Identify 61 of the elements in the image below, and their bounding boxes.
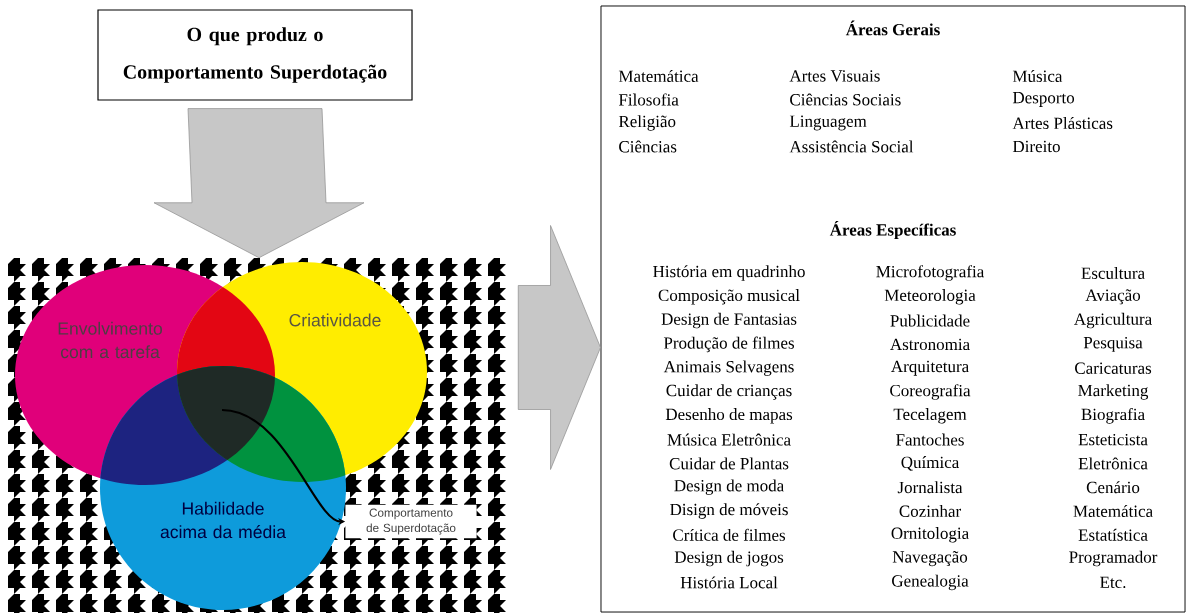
list-item: Disign de móveis	[670, 503, 788, 519]
list-item: Cuidar de crianças	[666, 384, 792, 400]
list-item: Arquitetura	[891, 360, 969, 376]
list-item: Marketing	[1078, 384, 1149, 400]
list-item: Desenho de mapas	[665, 408, 793, 424]
list-item: Etc.	[1100, 576, 1126, 589]
list-item: Animais Selvagens	[663, 360, 794, 376]
list-item: Cuidar de Plantas	[669, 457, 789, 470]
section-heading: Áreas Gerais	[845, 20, 940, 36]
list-item: Publicidade	[890, 314, 970, 327]
list-item: Microfotografia	[876, 265, 985, 281]
list-item: Assistência Social	[789, 140, 914, 153]
list-item: Produção de filmes	[663, 336, 794, 353]
node-label: Comportamento de Superdotação	[366, 508, 456, 535]
list-item: Coreografia	[890, 384, 971, 400]
list-item: Matemática	[618, 70, 699, 82]
list-item: Aviação	[1085, 289, 1141, 305]
list-item: Design de Fantasias	[661, 312, 797, 329]
list-item: Escultura	[1081, 267, 1145, 279]
list-item: Eletrônica	[1078, 457, 1148, 470]
list-item: História em quadrinho	[653, 265, 805, 281]
list-item: Agricultura	[1074, 312, 1152, 329]
list-item: Filosofia	[618, 93, 679, 106]
list-item: Artes Visuais	[789, 70, 880, 82]
list-item: Ciências	[619, 140, 677, 153]
callout-box: Comportamento de Superdotação	[345, 504, 477, 539]
list-item: Pesquisa	[1083, 337, 1143, 352]
list-item: Meteorologia	[884, 289, 976, 305]
list-item: Design de jogos	[674, 550, 784, 567]
list-item: Biografia	[1081, 408, 1145, 424]
section-heading: Áreas Específicas	[829, 220, 956, 240]
list-item: Religião	[618, 115, 676, 131]
title-box: O que produz o Comportamento Superdotação	[97, 9, 413, 101]
list-item: Desporto	[1012, 92, 1075, 107]
list-item: Artes Plásticas	[1012, 117, 1113, 129]
list-item: Direito	[1012, 140, 1060, 153]
list-item: Fantoches	[896, 433, 964, 446]
list-item: Música	[1012, 70, 1063, 82]
list-item: Jornalista	[897, 481, 963, 494]
list-item: Ornitologia	[891, 527, 969, 543]
list-item: Cenário	[1086, 481, 1140, 494]
list-item: Música Eletrônica	[667, 433, 791, 446]
block-arrow	[153, 108, 365, 259]
list-item: Tecelagem	[893, 408, 967, 424]
list-item: Estatística	[1078, 528, 1148, 541]
list-item: Navegação	[892, 551, 968, 567]
list-item: Caricaturas	[1075, 362, 1152, 374]
list-item: Programador	[1069, 550, 1158, 567]
list-item: Linguagem	[789, 115, 867, 131]
block-arrow	[517, 225, 601, 470]
list-item: Genealogia	[892, 574, 969, 591]
list-item: Esteticista	[1078, 433, 1148, 446]
list-item: Design de moda	[674, 479, 784, 495]
list-item: Matemática	[1073, 505, 1153, 517]
list-item: Química	[901, 456, 960, 471]
list-item: Astronomia	[890, 338, 970, 351]
list-item: Cozinhar	[899, 505, 961, 517]
list-item: História Local	[680, 576, 778, 589]
list-item: Composição musical	[658, 289, 800, 305]
list-item: Crítica de filmes	[673, 528, 786, 541]
list-item: Ciências Sociais	[790, 93, 901, 106]
